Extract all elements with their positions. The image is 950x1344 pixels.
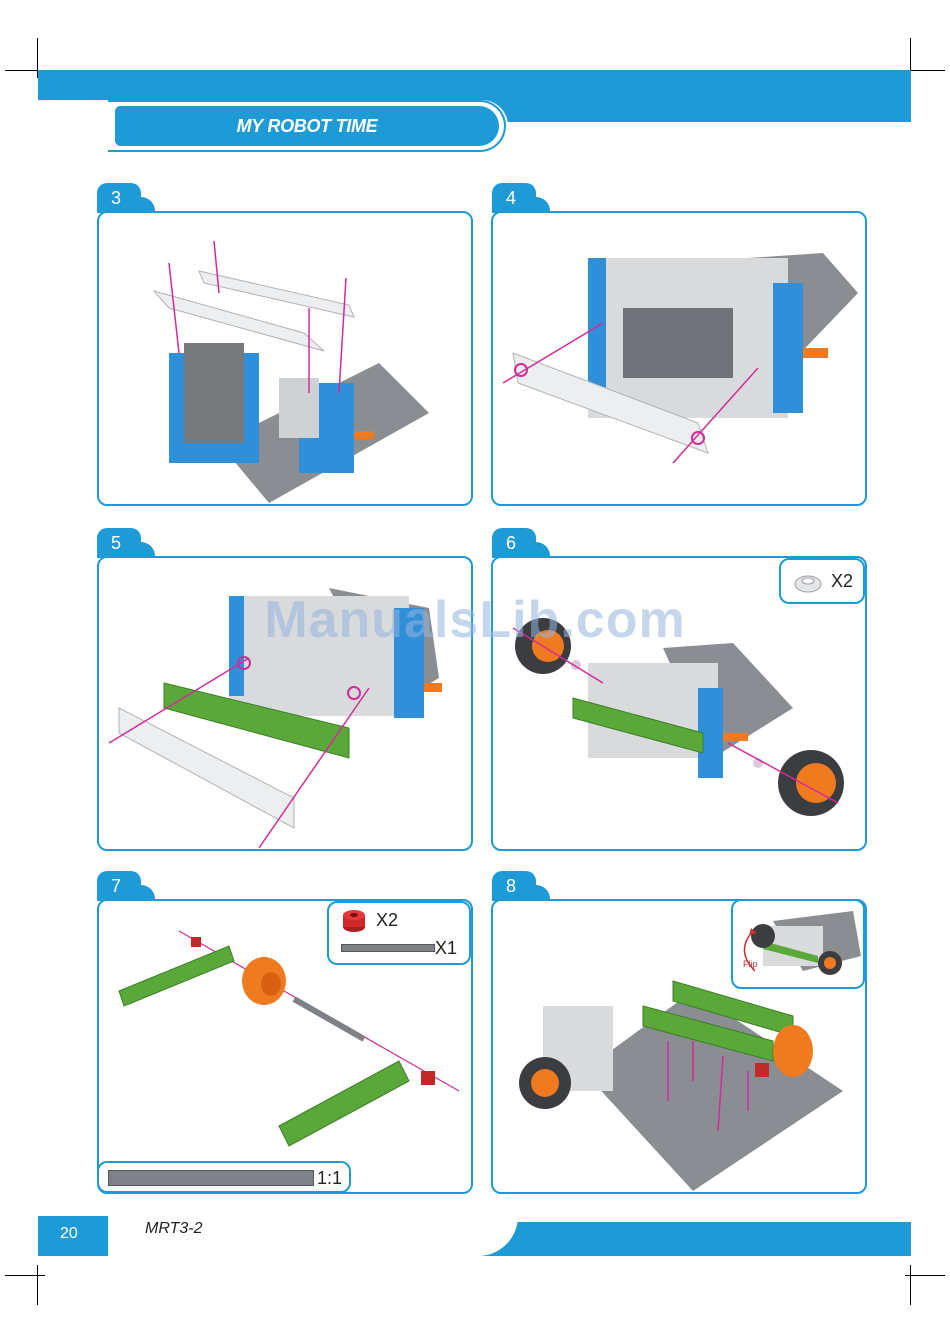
flip-inset: Flip [731, 899, 865, 989]
red-bushing-icon [341, 909, 367, 933]
step-tab: 7 [97, 871, 141, 901]
step-number: 8 [506, 876, 516, 897]
scale-legend: 1:1 [97, 1161, 351, 1193]
scale-label: 1:1 [317, 1168, 342, 1189]
axle-rod-icon [341, 944, 435, 952]
page-title-pill: MY ROBOT TIME [115, 106, 499, 146]
part-quantity: X2 [376, 910, 398, 931]
step-number: 5 [111, 533, 121, 554]
step-4-illustration [493, 213, 869, 508]
axle-rod-scale-icon [108, 1170, 314, 1186]
step-3-illustration [99, 213, 475, 508]
crop-mark [910, 1265, 911, 1305]
step-number: 7 [111, 876, 121, 897]
flip-label: Flip [743, 959, 758, 969]
crop-mark [5, 1275, 45, 1276]
step-number: 4 [506, 188, 516, 209]
step-tab: 4 [492, 183, 536, 213]
page-title: MY ROBOT TIME [237, 116, 378, 137]
crop-mark [905, 1275, 945, 1276]
flip-illustration [733, 901, 867, 991]
step-tab: 5 [97, 528, 141, 558]
crop-mark [905, 70, 945, 71]
page-number: 20 [60, 1225, 78, 1243]
step-tab: 8 [492, 871, 536, 901]
parts-legend: X2 X1 [327, 901, 471, 965]
step-number: 3 [111, 188, 121, 209]
step-panel [97, 211, 473, 506]
step-number: 6 [506, 533, 516, 554]
watermark: ManualsLib.com [0, 590, 950, 650]
step-panel [491, 211, 867, 506]
step-tab: 3 [97, 183, 141, 213]
step-tab: 6 [492, 528, 536, 558]
crop-mark [37, 1265, 38, 1305]
model-code: MRT3-2 [145, 1220, 203, 1238]
part-quantity: X2 [831, 571, 853, 592]
part-quantity: X1 [435, 938, 457, 959]
